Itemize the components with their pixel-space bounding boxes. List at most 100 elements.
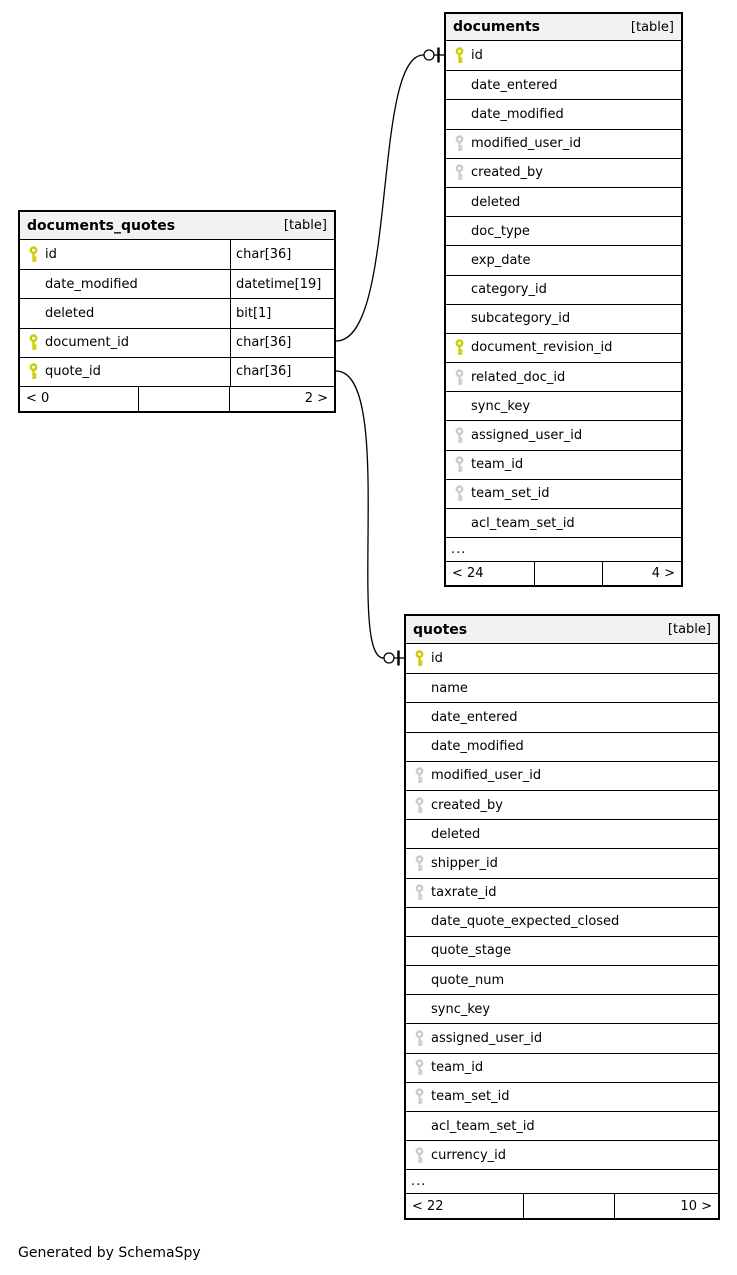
table-name[interactable]: quotes	[413, 621, 468, 638]
table-footer: < 22 10 >	[406, 1193, 718, 1219]
column-row: exp_date	[446, 245, 681, 275]
column-row: acl_team_set_id	[446, 508, 681, 538]
column-row: doc_type	[446, 216, 681, 246]
column-row: team_set_id	[406, 1081, 718, 1111]
column-name: quote_id	[45, 364, 101, 380]
column-row: name	[406, 673, 718, 703]
table-header[interactable]: documents [table]	[446, 14, 681, 41]
foreign-key-icon	[454, 368, 471, 386]
primary-key-icon	[28, 246, 45, 263]
column-name: created_by	[471, 165, 543, 181]
column-row: date_modified	[446, 99, 681, 129]
column-row: sync_key	[446, 391, 681, 421]
generator-credit: Generated by SchemaSpy	[18, 1245, 201, 1261]
table-type-tag: [table]	[283, 218, 327, 233]
foreign-key-icon	[414, 767, 431, 784]
relationship-line-documents	[335, 54, 424, 342]
truncation-ellipsis: ...	[406, 1169, 718, 1193]
footer-child-count: 10 >	[613, 1194, 718, 1219]
primary-key-icon	[454, 339, 471, 356]
footer-child-count: 2 >	[229, 386, 334, 411]
column-name: id	[471, 48, 483, 64]
column-name: related_doc_id	[471, 369, 566, 385]
column-row: quote_id char[36]	[20, 356, 334, 386]
column-name: team_set_id	[431, 1089, 510, 1105]
column-name: deleted	[45, 305, 95, 321]
column-type: char[36]	[230, 240, 334, 270]
column-name: doc_type	[471, 223, 530, 239]
table-name[interactable]: documents_quotes	[27, 217, 176, 234]
column-row: quote_num	[406, 965, 718, 995]
column-row: assigned_user_id	[446, 420, 681, 450]
column-name: date_modified	[471, 106, 564, 122]
column-name: currency_id	[431, 1147, 507, 1163]
column-name: date_modified	[431, 739, 524, 755]
column-name: deleted	[431, 826, 481, 842]
column-row: deleted	[446, 186, 681, 217]
column-name: shipper_id	[431, 855, 498, 871]
table-footer: < 0 2 >	[20, 385, 334, 411]
table-name[interactable]: documents	[453, 19, 540, 35]
footer-child-count: 4 >	[602, 562, 681, 586]
column-row: document_revision_id	[446, 332, 681, 363]
column-row: related_doc_id	[446, 362, 681, 392]
column-row: modified_user_id	[406, 760, 718, 790]
column-name: date_entered	[431, 709, 518, 725]
column-row: created_by	[446, 157, 681, 187]
footer-spacer	[533, 562, 603, 586]
foreign-key-icon	[414, 796, 431, 814]
table-node-documents[interactable]: documents [table] id date_entered date_mod…	[444, 12, 683, 588]
column-row: sync_key	[406, 994, 718, 1024]
column-row: quote_stage	[406, 935, 718, 966]
column-row: assigned_user_id	[406, 1023, 718, 1053]
column-name: date_quote_expected_closed	[431, 914, 620, 930]
table-header[interactable]: quotes [table]	[406, 616, 718, 644]
foreign-key-icon	[414, 884, 431, 901]
footer-spacer	[137, 386, 229, 411]
column-type: datetime[19]	[230, 270, 334, 299]
column-row: taxrate_id	[406, 877, 718, 907]
column-name: modified_user_id	[431, 768, 542, 784]
column-name: category_id	[471, 282, 547, 298]
column-row: date_quote_expected_closed	[406, 906, 718, 936]
column-row: category_id	[446, 274, 681, 304]
column-row: date_entered	[446, 70, 681, 100]
foreign-key-icon	[414, 855, 431, 872]
column-name: sync_key	[431, 1001, 491, 1017]
column-type: char[36]	[230, 357, 334, 386]
edge-documents-quotes-to-documents	[335, 47, 444, 342]
column-row: modified_user_id	[446, 128, 681, 158]
foreign-key-icon	[414, 1147, 431, 1164]
column-name: acl_team_set_id	[471, 515, 575, 531]
column-row: deleted bit[1]	[20, 298, 334, 328]
relationship-line-quotes	[335, 370, 384, 659]
edge-documents-quotes-to-quotes	[335, 370, 404, 666]
column-name: assigned_user_id	[431, 1031, 543, 1047]
footer-parent-count: < 24	[452, 566, 484, 582]
column-type: char[36]	[230, 328, 334, 357]
primary-key-icon	[414, 650, 431, 667]
column-name: quote_stage	[431, 943, 512, 959]
column-row: team_set_id	[446, 478, 681, 508]
table-header[interactable]: documents_quotes [table]	[20, 212, 334, 240]
column-name: quote_num	[431, 972, 505, 988]
footer-parent-count: < 0	[26, 391, 50, 407]
column-row: deleted	[406, 819, 718, 849]
column-name: name	[431, 680, 468, 696]
column-name: team_id	[431, 1060, 484, 1076]
edge-circle-endpoint-documents	[423, 49, 435, 61]
foreign-key-icon	[454, 427, 471, 444]
column-name: exp_date	[471, 252, 531, 268]
column-row: id	[446, 41, 681, 71]
column-row: subcategory_id	[446, 303, 681, 333]
edge-circle-endpoint-quotes	[383, 652, 395, 664]
column-name: sync_key	[471, 398, 531, 414]
column-type: bit[1]	[230, 299, 334, 328]
foreign-key-icon	[454, 456, 471, 473]
